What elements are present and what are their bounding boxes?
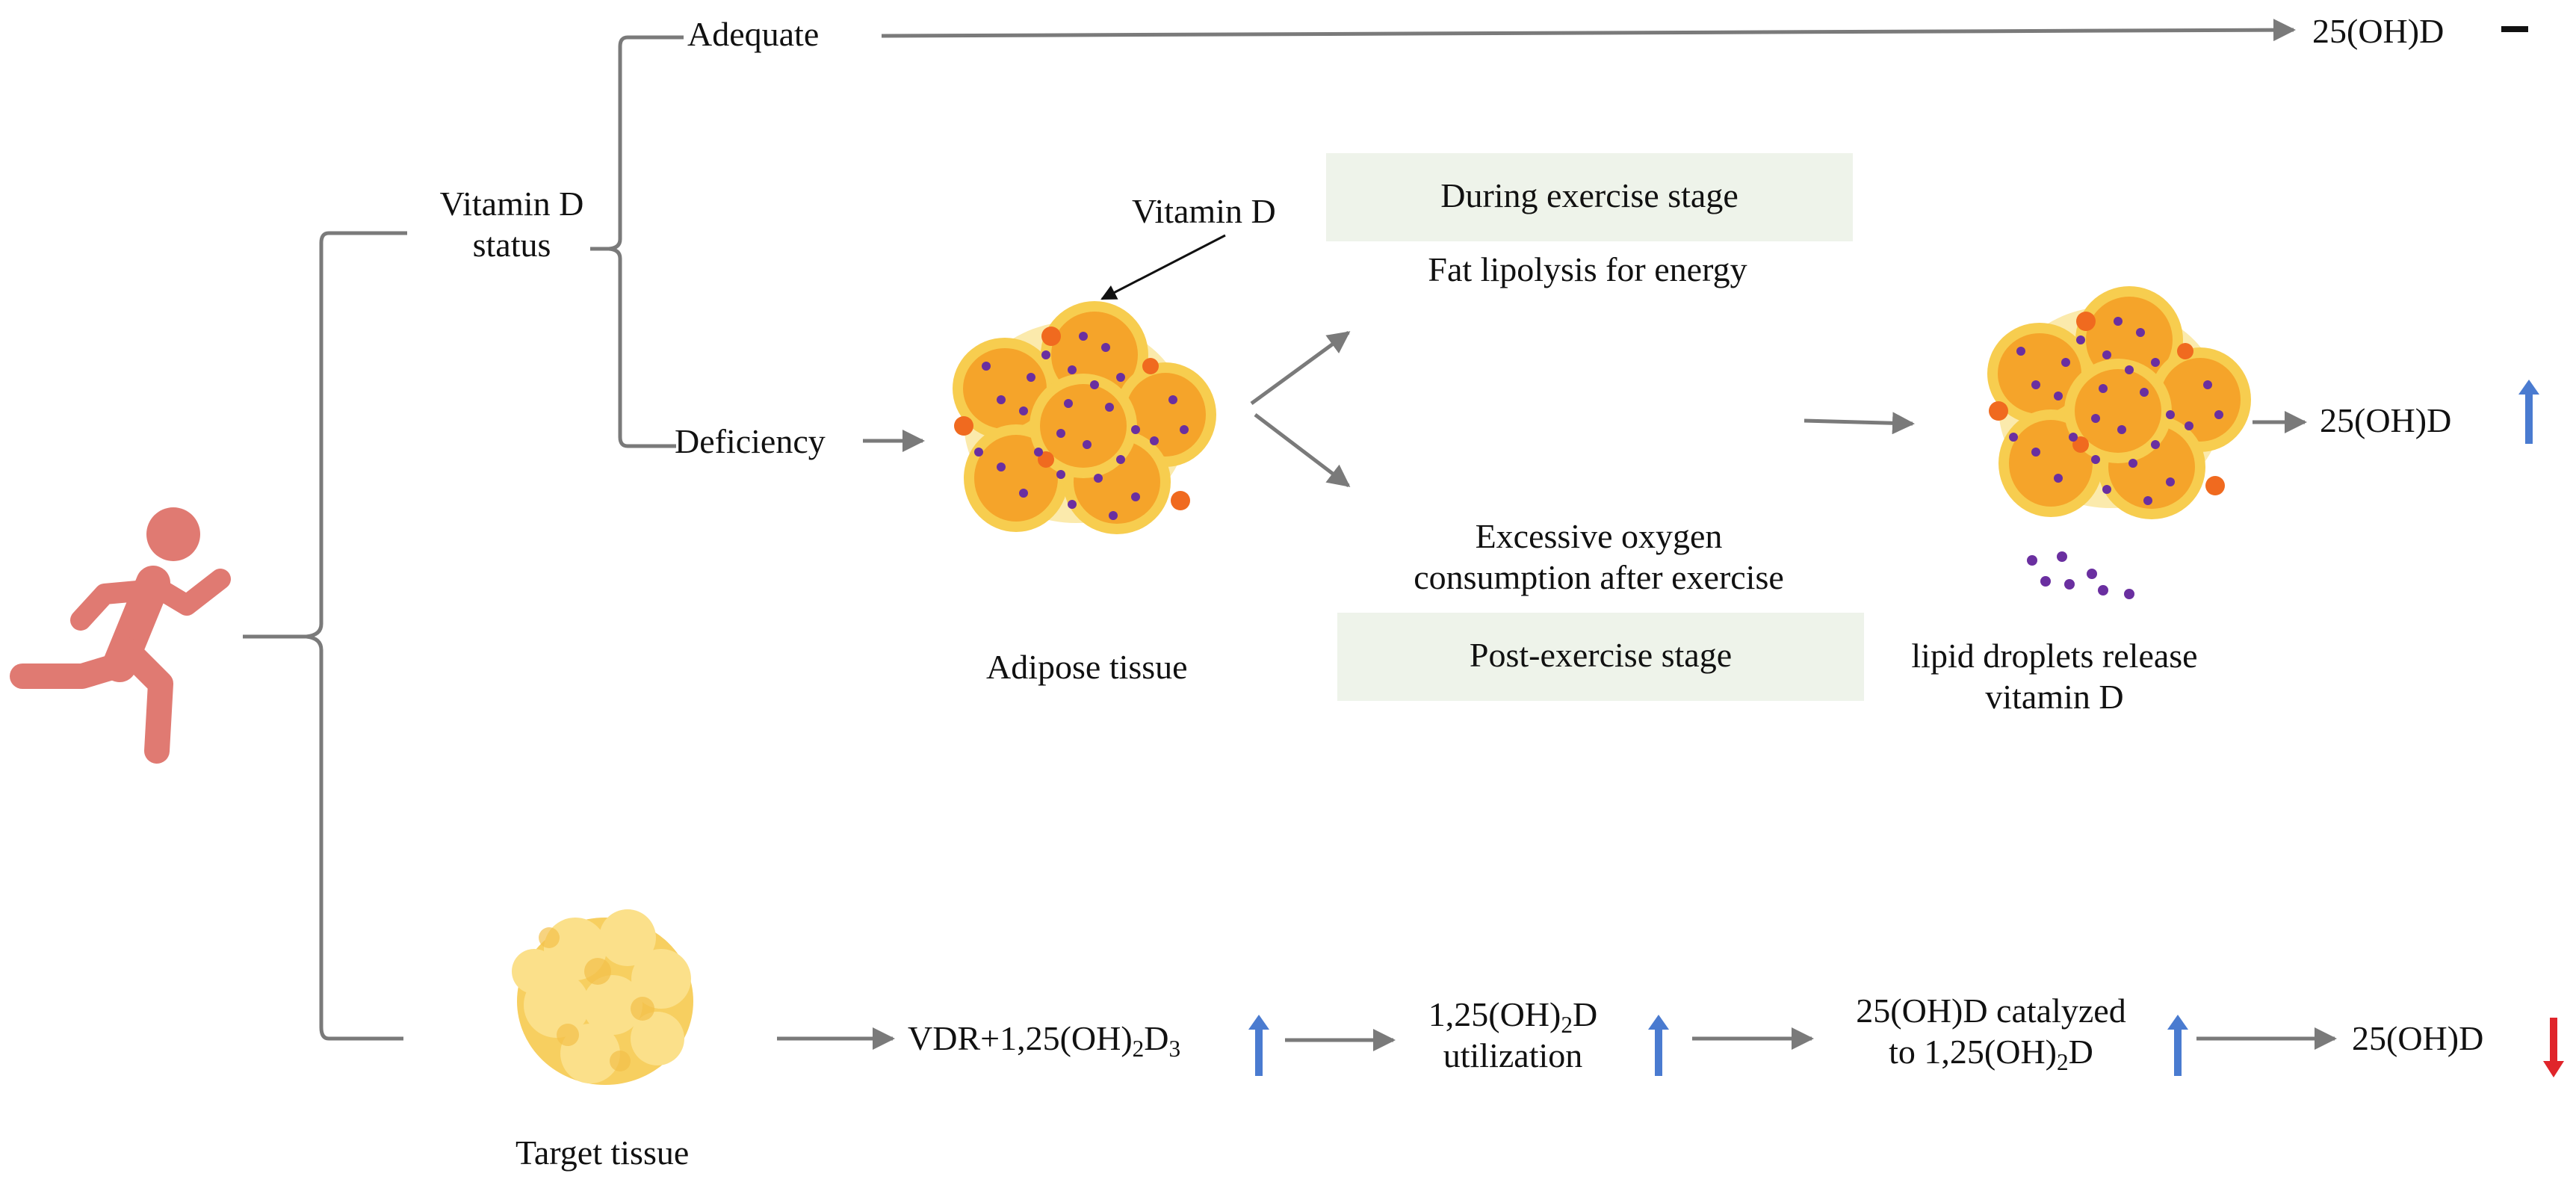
target-tissue-icon [512, 909, 693, 1085]
status-brace [590, 35, 684, 448]
vitamin-d-pointer [1100, 234, 1226, 300]
adequate-arrow [881, 19, 2296, 42]
up-arrow-icon [2167, 1015, 2188, 1076]
fat-lipolysis-label: Fat lipolysis for energy [1428, 250, 1747, 288]
releasing-cell-cluster-icon [1987, 286, 2251, 519]
vdr-label: VDR+1,25(OH)2D3 [908, 1019, 1181, 1062]
adequate-label: Adequate [687, 15, 820, 53]
up-arrow-icon [1648, 1015, 1669, 1076]
result-top-label: 25(OH)D [2312, 12, 2445, 50]
split-arrow-down [1254, 413, 1351, 487]
up-arrow-icon [1248, 1015, 1269, 1076]
post-exercise-stage-box [1337, 613, 1864, 701]
released-vitamin-d-dots [2027, 551, 2134, 599]
merge-arrow [1803, 412, 1915, 435]
adipose-tissue-label: Adipose tissue [986, 648, 1188, 686]
post-exercise-stage-label: Post-exercise stage [1469, 636, 1733, 674]
during-exercise-stage-label: During exercise stage [1440, 176, 1739, 214]
result-bottom-label: 25(OH)D [2352, 1019, 2484, 1057]
down-arrow-icon [2543, 1018, 2564, 1077]
split-arrow-up [1250, 330, 1351, 406]
vitamin-d-status-label: Vitamin D status [439, 185, 584, 265]
vitamin-d-pointer-label: Vitamin D [1132, 192, 1276, 230]
catalyzed-label: 25(OH)D catalyzed to 1,25(OH)2D [1856, 992, 2126, 1075]
utilization-label: 1,25(OH)2D utilization [1428, 995, 1598, 1075]
result-mid-label: 25(OH)D [2320, 401, 2452, 439]
lipid-release-label: lipid droplets release vitamin D [1911, 637, 2198, 717]
running-person-icon [10, 507, 231, 764]
target-tissue-label: Target tissue [515, 1133, 690, 1172]
during-exercise-stage-box [1326, 153, 1853, 241]
excess-oxygen-label: Excessive oxygen consumption after exerc… [1414, 517, 1784, 597]
dash-icon [2501, 26, 2528, 32]
deficiency-label: Deficiency [675, 422, 826, 460]
up-arrow-icon [2518, 380, 2539, 444]
adipose-cell-cluster-icon [953, 301, 1216, 534]
main-brace [243, 231, 407, 1041]
